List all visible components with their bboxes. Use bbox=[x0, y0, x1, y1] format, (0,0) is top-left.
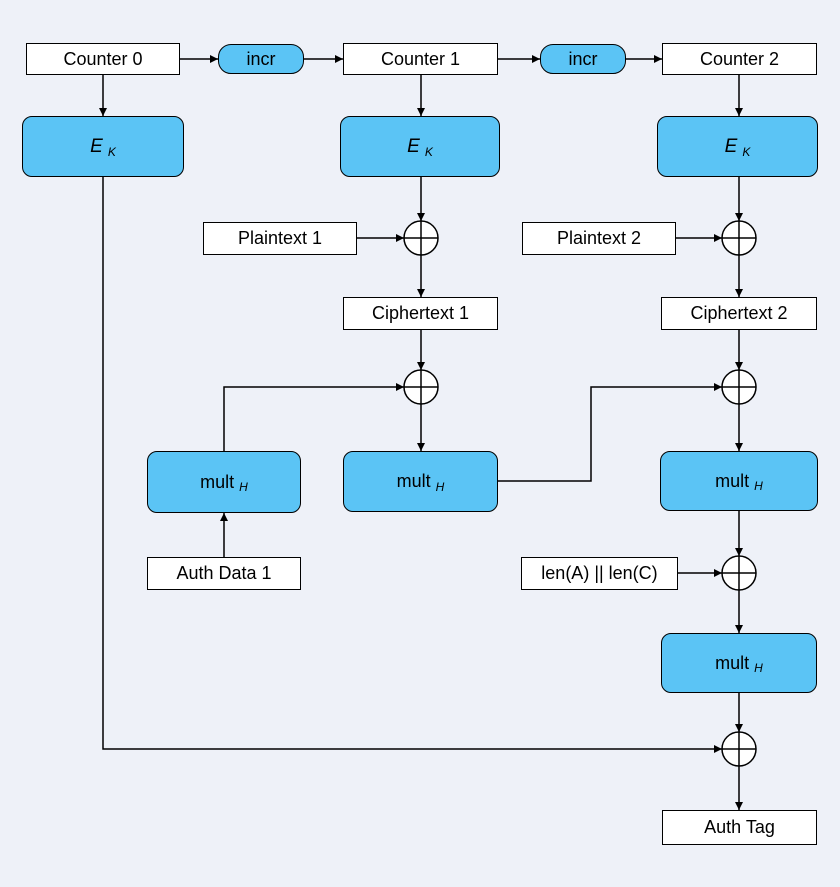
auth-data-label: Auth Data 1 bbox=[176, 563, 272, 583]
incr-1-label: incr bbox=[246, 48, 276, 69]
plaintext-1-box: Plaintext 1 bbox=[203, 222, 357, 255]
xor-icon bbox=[403, 220, 439, 256]
incr-2-block: incr bbox=[540, 44, 626, 74]
mult-label: mult bbox=[200, 471, 235, 492]
ciphertext-1-box: Ciphertext 1 bbox=[343, 297, 498, 330]
ciphertext-1-label: Ciphertext 1 bbox=[371, 303, 470, 323]
encrypt-key-subscript: K bbox=[742, 144, 751, 159]
mult-block-2: mult H bbox=[660, 451, 818, 511]
plaintext-1-label: Plaintext 1 bbox=[237, 228, 323, 248]
mult-h-subscript: H bbox=[754, 479, 763, 493]
mult-h-subscript: H bbox=[754, 661, 763, 675]
incr-1-block: incr bbox=[218, 44, 304, 74]
incr-2-label: incr bbox=[568, 48, 598, 69]
xor-icon bbox=[721, 731, 757, 767]
mult-label: mult bbox=[715, 470, 750, 491]
mult-block-3: mult H bbox=[661, 633, 817, 693]
plaintext-2-label: Plaintext 2 bbox=[556, 228, 642, 248]
counter-0-box: Counter 0 bbox=[26, 43, 180, 75]
length-block-label: len(A) || len(C) bbox=[541, 563, 658, 583]
arrow-mult1-to-xor4 bbox=[498, 383, 722, 482]
auth-tag-label: Auth Tag bbox=[704, 817, 775, 837]
encrypt-label: E bbox=[90, 135, 103, 157]
encrypt-label: E bbox=[407, 135, 420, 157]
ciphertext-2-label: Ciphertext 2 bbox=[690, 303, 788, 323]
counter-1-box: Counter 1 bbox=[343, 43, 498, 75]
mult-block-1: mult H bbox=[343, 451, 498, 512]
mult-label: mult bbox=[396, 471, 431, 491]
length-block-box: len(A) || len(C) bbox=[521, 557, 678, 590]
auth-tag-box: Auth Tag bbox=[662, 810, 817, 845]
counter-2-box: Counter 2 bbox=[662, 43, 817, 75]
plaintext-2-box: Plaintext 2 bbox=[522, 222, 676, 255]
counter-2-label: Counter 2 bbox=[699, 48, 780, 69]
ciphertext-2-box: Ciphertext 2 bbox=[661, 297, 817, 330]
encrypt-key-subscript: K bbox=[424, 144, 433, 159]
xor-icon bbox=[721, 220, 757, 256]
mult-h-subscript: H bbox=[435, 479, 445, 494]
counter-1-label: Counter 1 bbox=[380, 48, 461, 69]
mult-label: mult bbox=[715, 652, 750, 673]
arrow-ek0-to-xor6 bbox=[102, 177, 722, 753]
auth-data-box: Auth Data 1 bbox=[147, 557, 301, 590]
encrypt-label: E bbox=[724, 135, 738, 157]
arrow-mult0-to-xor3 bbox=[223, 383, 404, 451]
xor-icon bbox=[721, 369, 757, 405]
counter-0-label: Counter 0 bbox=[63, 48, 143, 69]
mult-h-subscript: H bbox=[239, 480, 248, 494]
xor-icon bbox=[403, 369, 439, 405]
xor-icon bbox=[721, 555, 757, 591]
mult-block-auth: mult H bbox=[147, 451, 301, 513]
encrypt-key-subscript: K bbox=[107, 144, 116, 159]
